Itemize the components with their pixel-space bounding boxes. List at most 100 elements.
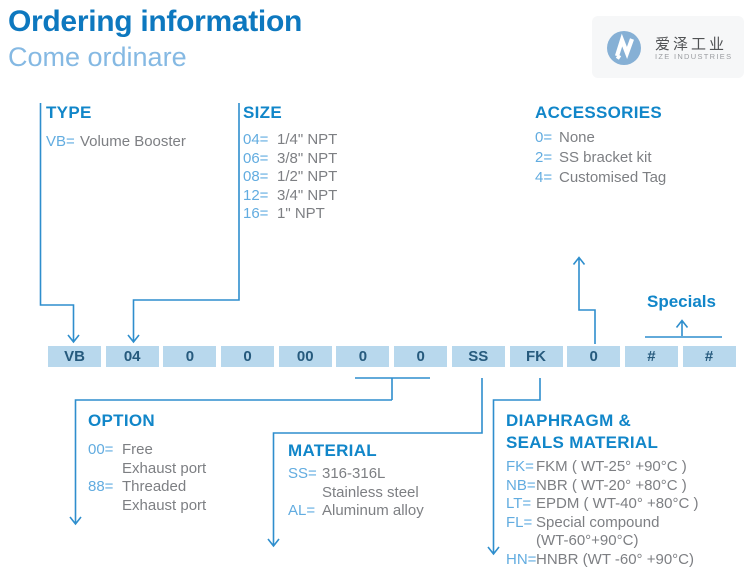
code-box: # — [682, 346, 736, 367]
specials-connector — [645, 319, 722, 338]
diaphragm-item-value: FKM ( WT-25° +90°C ) — [536, 458, 687, 475]
option-item-code: 88= — [88, 478, 114, 496]
option-item-value: Free Exhaust port — [122, 441, 206, 478]
specials-label: Specials — [647, 292, 716, 311]
diaphragm-item: LT= EPDM ( WT-40° +80°C ) — [506, 495, 698, 514]
option-item-line: Free — [122, 441, 153, 458]
size-item: 06= 3/8" NPT — [243, 150, 337, 169]
diaphragm-item: HN= HNBR (WT -60° +90°C) — [506, 551, 698, 570]
code-box: VB — [48, 346, 101, 367]
size-item: 08= 1/2" NPT — [243, 168, 337, 187]
code-box: 0 — [221, 346, 275, 367]
type-items: VB= Volume Booster — [46, 133, 186, 152]
code-box: 04 — [105, 346, 159, 367]
code-box: # — [624, 346, 678, 367]
company-logo: 爱泽工业 IZE INDUSTRIES — [592, 16, 744, 78]
code-box: 0 — [336, 346, 390, 367]
accessories-connector — [572, 256, 596, 344]
accessories-item-code: 0= — [535, 129, 553, 146]
size-item-value: 3/8" NPT — [277, 149, 338, 167]
material-item: AL= Aluminum alloy — [288, 502, 424, 521]
section-title-option: OPTION — [88, 411, 155, 430]
size-item-value: 1/2" NPT — [277, 168, 338, 186]
logo-text-en: IZE INDUSTRIES — [655, 52, 733, 61]
section-title-material: MATERIAL — [288, 441, 377, 460]
accessories-item-value: SS bracket kit — [559, 149, 652, 166]
diaphragm-item: FL= Special compound (WT-60°+90°C) — [506, 514, 698, 551]
material-item-line: 316-316L — [322, 465, 386, 482]
material-item-line: Stainless steel — [322, 483, 419, 501]
size-item-value: 3/4" NPT — [277, 186, 338, 204]
diaphragm-item: FK= FKM ( WT-25° +90°C ) — [506, 458, 698, 477]
option-item-code: 00= — [88, 441, 114, 458]
material-item-line: Aluminum alloy — [322, 502, 424, 520]
size-item-code: 08= — [243, 168, 269, 186]
type-item-value: Volume Booster — [80, 133, 186, 150]
diaphragm-items: FK= FKM ( WT-25° +90°C ) NB= NBR ( WT-20… — [506, 458, 698, 569]
code-box: 00 — [278, 346, 332, 367]
material-item-code: AL= — [288, 502, 316, 520]
size-item-code: 04= — [243, 131, 269, 148]
diaphragm-item-value: EPDM ( WT-40° +80°C ) — [536, 495, 699, 512]
size-item: 16= 1" NPT — [243, 205, 337, 224]
diaphragm-item: NB= NBR ( WT-20° +80°C ) — [506, 477, 698, 496]
type-item: VB= Volume Booster — [46, 133, 186, 152]
accessories-items: 0= None 2= SS bracket kit 4= Customised … — [535, 128, 666, 188]
size-items: 04= 1/4" NPT 06= 3/8" NPT 08= 1/2" NPT 1… — [243, 131, 337, 224]
code-box: SS — [451, 346, 505, 367]
section-title-accessories: ACCESSORIES — [535, 103, 663, 122]
size-item: 12= 3/4" NPT — [243, 187, 337, 206]
diaphragm-item-line: (WT-60°+90°C) — [536, 532, 639, 549]
material-item-value: Aluminum alloy — [322, 502, 424, 521]
diaphragm-item-code: NB= — [506, 476, 536, 494]
diaphragm-item-code: HN= — [506, 550, 537, 568]
diaphragm-item-line: Special compound — [536, 513, 660, 531]
accessories-item: 4= Customised Tag — [535, 168, 666, 188]
section-title-type: TYPE — [46, 103, 92, 122]
option-item-line: Threaded — [122, 478, 187, 496]
diaphragm-item-code: LT= — [506, 495, 532, 512]
ize-logo-icon — [607, 31, 641, 65]
material-connector — [267, 378, 483, 548]
code-box: 0 — [163, 346, 217, 367]
page-subtitle: Come ordinare — [8, 42, 187, 72]
material-item-code: SS= — [288, 465, 317, 482]
size-item: 04= 1/4" NPT — [243, 131, 337, 150]
diaphragm-item-value: HNBR (WT -60° +90°C) — [536, 550, 694, 568]
option-items: 00= Free Exhaust port 88= Threaded Exhau… — [88, 441, 206, 515]
ordering-code-row: VB 04 0 0 00 0 0 SS FK 0 # # — [48, 346, 736, 367]
option-item-value: Threaded Exhaust port — [122, 478, 206, 515]
accessories-item-code: 2= — [535, 149, 553, 166]
diaphragm-item-code: FL= — [506, 513, 533, 531]
size-item-code: 06= — [243, 149, 269, 167]
material-item: SS= 316-316L Stainless steel — [288, 465, 424, 502]
code-box: FK — [509, 346, 563, 367]
size-item-code: 16= — [243, 205, 269, 223]
section-title-diaphragm: DIAPHRAGM & SEALS MATERIAL — [506, 410, 658, 454]
option-item-line: Exhaust port — [122, 459, 207, 477]
size-item-value: 1" NPT — [277, 205, 325, 223]
type-item-code: VB= — [46, 133, 75, 150]
diaphragm-item-value: NBR ( WT-20° +80°C ) — [536, 476, 687, 494]
accessories-item: 0= None — [535, 128, 666, 148]
section-title-size: SIZE — [243, 103, 282, 122]
option-item: 88= Threaded Exhaust port — [88, 478, 206, 515]
option-item: 00= Free Exhaust port — [88, 441, 206, 478]
diaphragm-title-line1: DIAPHRAGM & — [506, 411, 632, 430]
code-box: 0 — [394, 346, 448, 367]
option-item-line: Exhaust port — [122, 496, 207, 514]
accessories-item-value: None — [559, 129, 595, 146]
code-box: 0 — [567, 346, 621, 367]
material-item-value: 316-316L Stainless steel — [322, 465, 419, 502]
material-items: SS= 316-316L Stainless steel AL= Aluminu… — [288, 465, 424, 521]
diaphragm-item-code: FK= — [506, 458, 534, 475]
accessories-item-code: 4= — [535, 169, 553, 186]
diaphragm-title-line2: SEALS MATERIAL — [506, 433, 659, 452]
logo-text-cn: 爱泽工业 — [655, 36, 728, 53]
accessories-item-value: Customised Tag — [559, 169, 667, 186]
size-item-code: 12= — [243, 186, 269, 204]
accessories-item: 2= SS bracket kit — [535, 148, 666, 168]
page-title: Ordering information — [8, 5, 303, 38]
diaphragm-item-value: Special compound (WT-60°+90°C) — [536, 514, 659, 551]
